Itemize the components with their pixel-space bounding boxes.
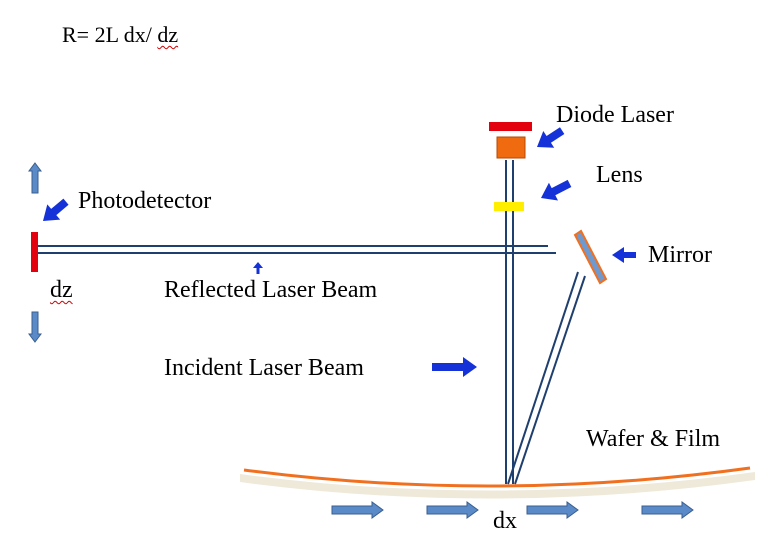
formula-dz: dz <box>157 22 179 47</box>
dz-up-arrow <box>28 162 42 194</box>
label-lens: Lens <box>596 162 643 188</box>
label-dz: dz <box>50 277 73 303</box>
pointer-arrow-reflected-beam <box>253 262 263 274</box>
label-diode-laser: Diode Laser <box>556 102 674 128</box>
pointer-arrow-lens <box>541 179 572 201</box>
wafer-film <box>243 466 751 488</box>
label-mirror: Mirror <box>648 242 712 268</box>
diode-laser-cap <box>489 122 532 131</box>
dx-arrow-1 <box>331 501 384 519</box>
dz-down-arrow <box>28 311 42 343</box>
pointer-arrow-photodetector <box>43 198 69 221</box>
label-incident-beam: Incident Laser Beam <box>164 355 364 381</box>
photodetector-element <box>31 232 38 272</box>
formula-prefix: R= 2L dx/ <box>62 22 158 47</box>
pointer-arrow-incident-beam <box>432 357 477 377</box>
diode-laser-body <box>496 136 526 159</box>
dx-arrow-4 <box>641 501 694 519</box>
label-wafer-film: Wafer & Film <box>586 426 721 452</box>
dx-arrow-2 <box>426 501 479 519</box>
dx-arrow-3 <box>526 501 579 519</box>
lens-element <box>494 202 524 211</box>
pointer-arrow-diode <box>537 127 565 148</box>
reflected-beam-to-mirror-a <box>507 271 579 485</box>
label-reflected-beam: Reflected Laser Beam <box>164 277 378 303</box>
label-dx: dx <box>493 508 517 534</box>
reflected-beam-to-mirror-b <box>514 275 586 485</box>
mirror-element <box>573 229 608 285</box>
pointer-arrow-mirror <box>612 247 636 263</box>
curvature-formula: R= 2L dx/ dz <box>62 22 178 48</box>
label-photodetector: Photodetector <box>78 188 212 214</box>
wafer-base <box>240 472 755 499</box>
